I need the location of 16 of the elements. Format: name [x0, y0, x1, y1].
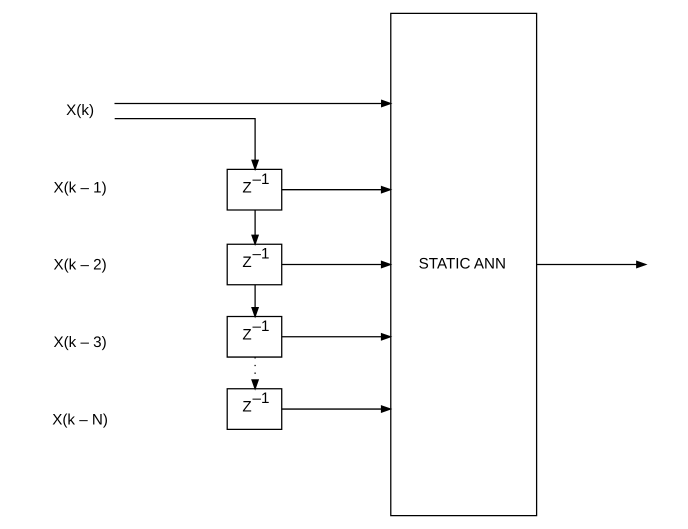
- arrow: [250, 210, 259, 246]
- node-box: STATIC ANN: [390, 12, 537, 516]
- arrow: [250, 285, 259, 318]
- arrow: [281, 405, 392, 414]
- label: X(k – N): [52, 411, 108, 428]
- arrow: [114, 118, 259, 172]
- label: X(k – 1): [52, 179, 106, 196]
- arrow: [536, 260, 648, 268]
- label: X(k – 3): [52, 334, 106, 352]
- arrow: [114, 99, 392, 108]
- arrow: [281, 260, 392, 268]
- arrow: [281, 186, 392, 194]
- arrow: [250, 357, 259, 391]
- node-text: X(k): [66, 102, 94, 119]
- label: X(k – 2): [52, 256, 106, 274]
- arrow: [281, 332, 392, 341]
